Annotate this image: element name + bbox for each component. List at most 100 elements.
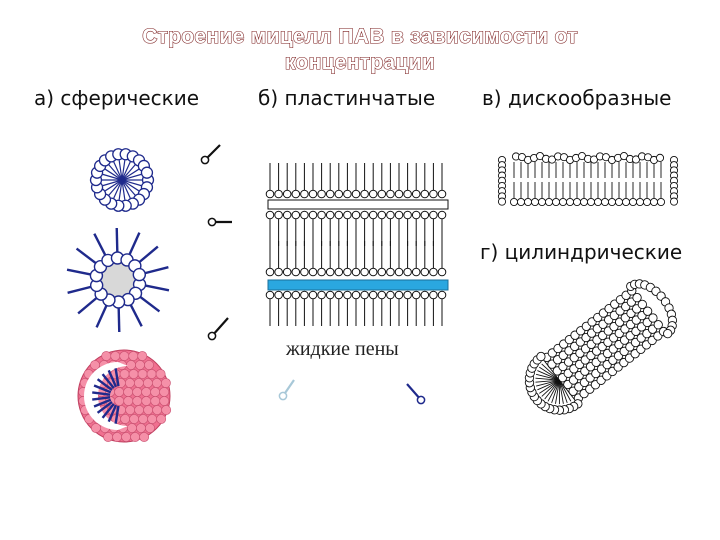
surfactant-head	[386, 210, 395, 220]
surfactant-head	[360, 290, 369, 300]
surfactant-head	[530, 197, 540, 207]
surfactant-tail	[541, 363, 560, 381]
sphere-bead	[103, 432, 114, 442]
surfactant-head	[274, 210, 283, 220]
surfactant-head	[429, 210, 438, 220]
sphere-cutaway	[84, 362, 128, 430]
surfactant-head	[663, 328, 673, 339]
sphere-bead	[130, 432, 141, 442]
surfactant-tail	[535, 377, 560, 381]
surfactant-head	[308, 267, 318, 277]
sphere-bead	[141, 387, 152, 397]
surfactant-tail	[77, 297, 98, 315]
surfactant-head	[308, 189, 318, 199]
surfactant-tail	[555, 380, 560, 404]
surfactant-head	[403, 189, 412, 199]
surfactant-tail	[95, 305, 108, 328]
surfactant-head	[607, 197, 617, 207]
surfactant-head	[368, 210, 378, 220]
surfactant-head	[411, 290, 421, 300]
surfactant-head	[317, 290, 326, 300]
surfactant-head	[516, 197, 526, 207]
sphere-bead	[129, 414, 140, 424]
surfactant-head	[420, 189, 430, 199]
surfactant-head	[282, 267, 292, 277]
surfactant-tail	[113, 179, 123, 199]
surfactant-tail	[66, 268, 91, 276]
surfactant-head	[343, 267, 352, 277]
surfactant-tail	[108, 164, 123, 181]
surfactant-head	[416, 395, 426, 405]
surfactant-tail	[138, 245, 159, 263]
surfactant-head	[317, 267, 326, 277]
surfactant-head	[265, 290, 275, 300]
surfactant-head	[351, 290, 361, 300]
surfactant-head	[429, 290, 438, 300]
surfactant-head	[343, 290, 352, 300]
surfactant-head	[368, 290, 378, 300]
surfactant-tail	[536, 373, 560, 381]
surfactant-head	[300, 189, 309, 199]
sphere-bead	[137, 351, 148, 361]
sphere-bead	[142, 378, 153, 388]
surfactant-head	[351, 210, 361, 220]
surfactant-tail	[544, 379, 560, 400]
surfactant-head	[278, 391, 288, 401]
surfactant-tail	[93, 233, 107, 256]
surfactant-head	[343, 210, 352, 220]
surfactant-head	[140, 166, 154, 179]
sphere-bead	[134, 405, 145, 415]
sphere-bead	[139, 432, 150, 442]
surfactant-head	[437, 189, 447, 199]
surfactant-tail	[145, 284, 170, 292]
surfactant-head	[386, 290, 395, 300]
surfactant-head	[386, 189, 395, 199]
surfactant-head	[274, 189, 283, 199]
sphere-bead	[152, 405, 163, 415]
surfactant-head	[265, 189, 275, 199]
surfactant-head	[437, 290, 447, 300]
surfactant-head	[368, 189, 378, 199]
surfactant-head	[403, 290, 412, 300]
surfactant-head	[386, 267, 395, 277]
sphere-bead	[112, 432, 123, 442]
surfactant-head	[282, 189, 292, 199]
surfactant-head	[600, 197, 610, 207]
sphere-bead	[150, 387, 161, 397]
surfactant-head	[579, 197, 589, 207]
sphere-bead	[144, 360, 154, 370]
surfactant-tail	[117, 307, 121, 333]
sphere-bead	[123, 396, 134, 406]
sphere-bead	[91, 423, 101, 433]
surfactant-tail	[544, 360, 560, 381]
sphere-bead	[114, 387, 125, 397]
surfactant-head	[394, 267, 404, 277]
sphere-bead	[128, 369, 139, 379]
surfactant-head	[649, 197, 659, 207]
surfactant-tail	[121, 179, 126, 200]
surfactant-head	[614, 197, 624, 207]
surfactant-tail	[67, 285, 92, 294]
sphere-bead	[132, 387, 143, 397]
diagram-title-line1: Строение мицелл ПАВ в зависимости от	[142, 24, 578, 48]
surfactant-head	[635, 197, 645, 207]
surfactant-tail	[539, 379, 560, 394]
surfactant-tail	[104, 179, 123, 192]
cylinder-body	[524, 279, 678, 415]
sphere-bead	[133, 378, 144, 388]
surfactant-head	[437, 267, 447, 277]
sphere-bead	[150, 396, 161, 406]
spherical-micelle-3d	[77, 349, 172, 443]
surfactant-tail	[537, 370, 560, 381]
surfactant-tail	[139, 295, 161, 313]
sphere-bead	[123, 387, 134, 397]
surfactant-tail	[102, 179, 123, 187]
surfactant-tail	[558, 379, 572, 402]
surfactant-tail	[113, 161, 123, 181]
surfactant-head	[334, 189, 344, 199]
surfactant-tail	[558, 380, 568, 403]
surfactant-head	[377, 210, 387, 220]
sphere-bead	[127, 423, 137, 433]
surfactant-head	[551, 197, 561, 207]
surfactant-tail	[92, 396, 111, 401]
